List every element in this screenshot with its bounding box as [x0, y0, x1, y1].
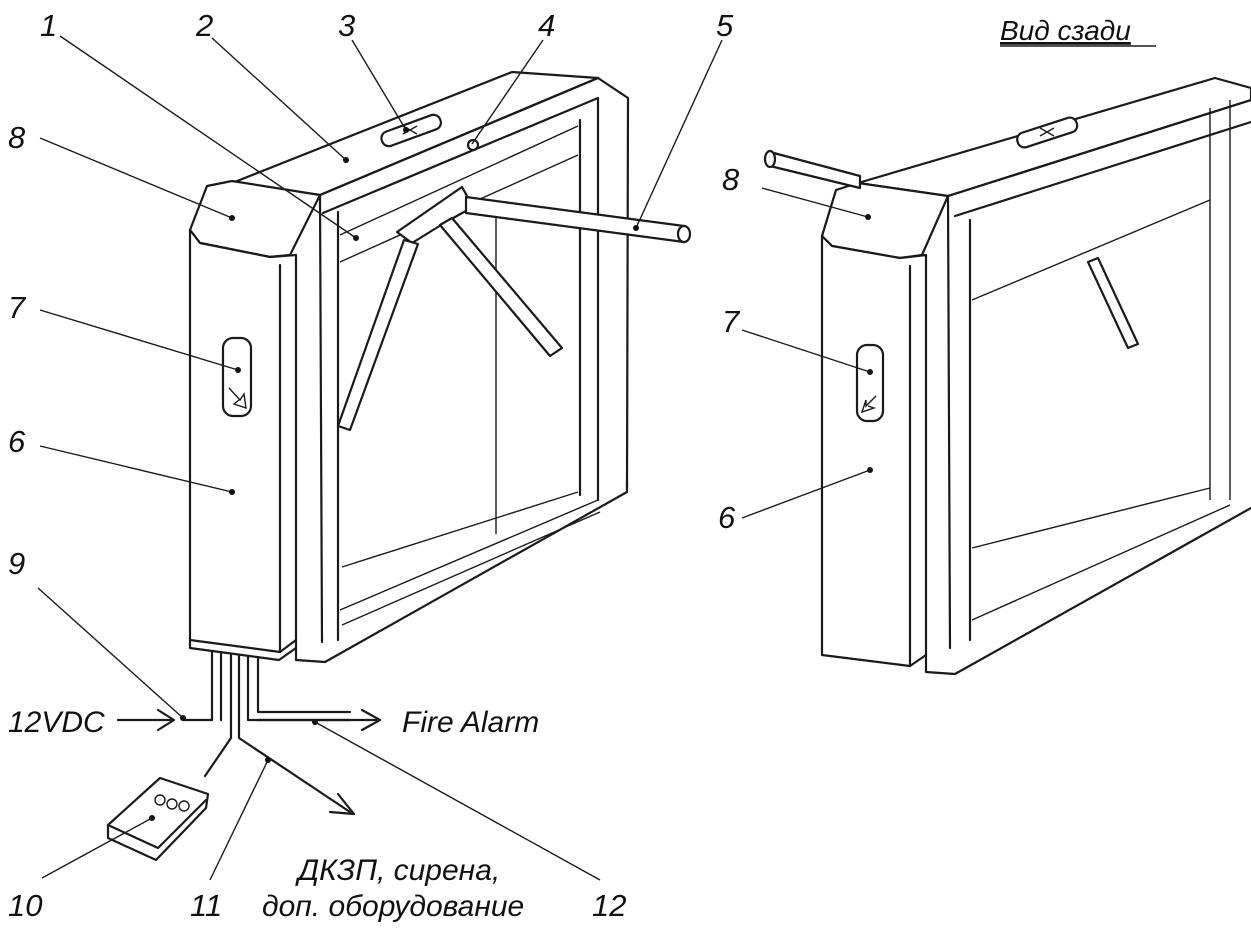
callout-7: 7 [8, 290, 27, 325]
leader-lines [37, 35, 873, 881]
callout-10: 10 [8, 888, 42, 923]
cables [181, 650, 352, 814]
pillar [188, 228, 298, 654]
view-title: Вид сзади [1000, 15, 1131, 46]
callout-11: 11 [190, 888, 222, 923]
arrows [116, 708, 382, 816]
callout-8: 8 [8, 120, 26, 155]
fire-alarm-label: Fire Alarm [402, 706, 539, 739]
callout-5: 5 [716, 8, 734, 43]
callout-1: 1 [40, 8, 57, 43]
extra-equipment-line1: ДКЗП, сирена, [295, 854, 500, 887]
callout-6: 6 [8, 424, 26, 459]
rear-turnstile [763, 76, 1251, 676]
remote-panel [106, 776, 210, 862]
callout-4: 4 [538, 8, 555, 43]
power-label: 12VDC [8, 706, 105, 739]
barrier-arm [464, 195, 686, 244]
rear-callout-8: 8 [722, 162, 740, 197]
extra-equipment-line2: доп. оборудование [262, 890, 524, 923]
callout-9: 9 [8, 546, 25, 581]
callout-3: 3 [338, 8, 355, 43]
callout-2: 2 [195, 8, 213, 43]
rear-callout-6: 6 [718, 500, 736, 535]
front-turnstile [188, 70, 692, 664]
callout-labels: 1 2 3 4 5 8 7 6 9 10 11 12 8 7 6 Вид сза… [8, 8, 1156, 923]
rear-callout-7: 7 [722, 304, 741, 339]
callout-12: 12 [592, 888, 626, 923]
